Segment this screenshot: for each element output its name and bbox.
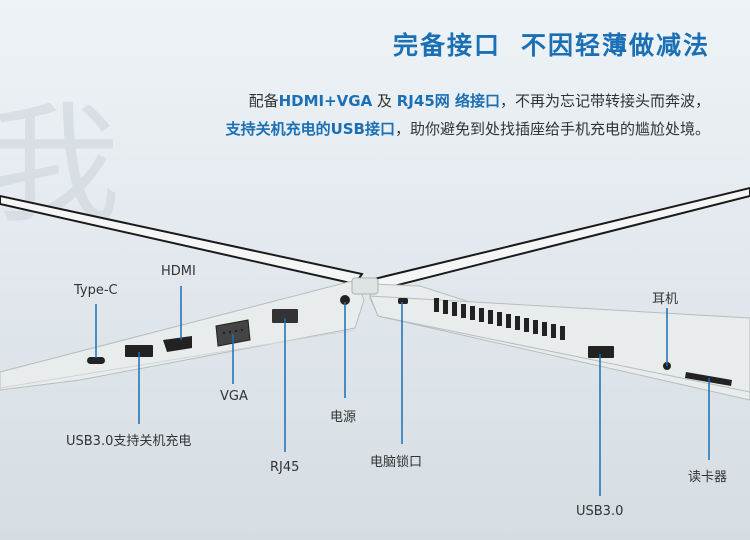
vga-port bbox=[215, 319, 251, 347]
label-lock: 电脑锁口 bbox=[370, 455, 423, 470]
page-heading: 完备接口不因轻薄做减法 bbox=[393, 26, 710, 62]
desc1-highlight1: HDMI+VGA bbox=[278, 92, 373, 110]
usb30-port bbox=[588, 346, 614, 358]
description-line2: 支持关机充电的USB接口，助你避免到处找插座给手机充电的尴尬处境。 bbox=[226, 118, 710, 139]
label-usb-charge: USB3.0支持关机充电 bbox=[66, 434, 192, 449]
desc1-text1: 配备 bbox=[248, 92, 279, 110]
rj45-port bbox=[272, 309, 298, 323]
desc1-text2: 及 bbox=[372, 92, 397, 110]
callout-lines bbox=[95, 286, 710, 496]
desc2-text1: ，助你避免到处找插座给手机充电的尴尬处境。 bbox=[394, 120, 710, 138]
vent-grille bbox=[434, 298, 565, 340]
label-vga: VGA bbox=[220, 389, 248, 404]
hinge bbox=[351, 277, 379, 295]
desc1-highlight2: RJ45网 络接口 bbox=[396, 92, 500, 110]
typec-port bbox=[87, 357, 105, 364]
label-headphone: 耳机 bbox=[652, 292, 679, 307]
label-power: 电源 bbox=[330, 410, 357, 425]
lock-slot bbox=[398, 298, 408, 304]
label-rj45: RJ45 bbox=[270, 460, 300, 475]
label-card-reader: 读卡器 bbox=[688, 470, 728, 485]
heading-part2: 不因轻薄做减法 bbox=[520, 31, 710, 60]
desc2-highlight1: 支持关机充电的USB接口 bbox=[225, 120, 395, 138]
label-usb30: USB3.0 bbox=[576, 504, 624, 519]
label-typec: Type-C bbox=[74, 283, 118, 298]
usb-charge-port bbox=[125, 345, 153, 357]
description-line1: 配备HDMI+VGA 及 RJ45网 络接口，不再为忘记带转接头而奔波， bbox=[249, 90, 710, 111]
power-port bbox=[340, 295, 350, 305]
label-hdmi: HDMI bbox=[161, 264, 196, 279]
left-laptop-base bbox=[0, 279, 365, 391]
heading-part1: 完备接口 bbox=[392, 31, 501, 60]
hdmi-port bbox=[163, 336, 192, 352]
desc1-text3: ，不再为忘记带转接头而奔波， bbox=[499, 92, 710, 110]
right-laptop-lid bbox=[368, 186, 750, 292]
